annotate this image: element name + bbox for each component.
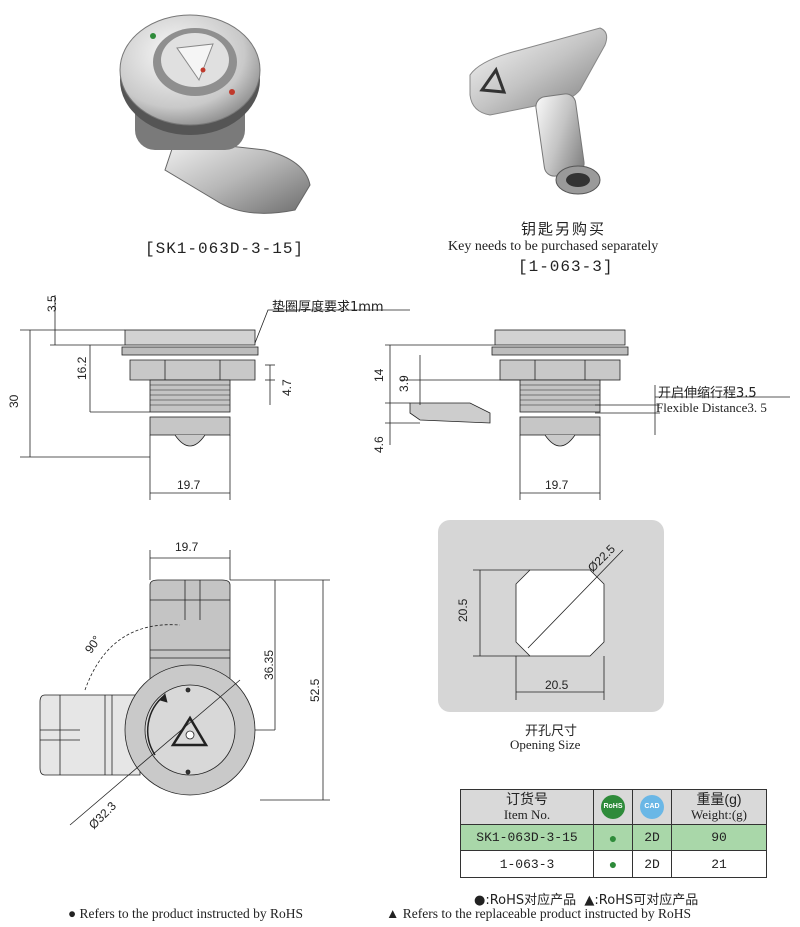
dim-width-side: 19.7 xyxy=(545,478,569,492)
washer-note: 垫圈厚度要求1mm xyxy=(272,300,384,315)
cell-weight: 21 xyxy=(671,850,767,878)
dim-39: 3.9 xyxy=(397,375,411,392)
dim-width-front: 19.7 xyxy=(177,478,201,492)
dim-3635: 36.35 xyxy=(262,649,276,680)
dim-opening-h: 20.5 xyxy=(456,598,470,622)
lock-photo xyxy=(95,0,335,230)
front-view-drawing xyxy=(0,285,420,505)
dim-14: 14 xyxy=(372,368,386,382)
side-view-drawing xyxy=(360,285,800,505)
dim-46: 4.6 xyxy=(372,436,386,453)
key-title-en: Key needs to be purchased separately xyxy=(448,239,659,254)
table-row: SK1-063D-3-15 ● 2D 90 xyxy=(460,824,767,851)
dim-body: 16.2 xyxy=(75,356,89,380)
spec-table: 订货号 Item No. RoHS CAD 重量(g) Weight:(g) S… xyxy=(460,789,767,878)
cell-weight: 90 xyxy=(671,824,767,851)
key-photo xyxy=(460,20,650,200)
rohs-icon: RoHS xyxy=(601,795,625,819)
opening-label-zh: 开孔尺寸 xyxy=(525,724,578,739)
legend-zh: ●:RoHS对应产品 ▲:RoHS可对应产品 xyxy=(474,893,699,908)
cell-item: 1-063-3 xyxy=(460,850,594,878)
header-cad: CAD xyxy=(632,789,672,825)
header-rohs: RoHS xyxy=(593,789,633,825)
cell-cad: 2D xyxy=(632,824,672,851)
dim-525: 52.5 xyxy=(308,678,322,702)
cell-rohs: ● xyxy=(593,824,633,851)
legend-en-b: ▲ Refers to the replaceable product inst… xyxy=(386,906,692,921)
product-code: [SK1-063D-3-15] xyxy=(145,240,305,258)
dim-total: 30 xyxy=(7,394,21,408)
flex-note-en: Flexible Distance3. 5 xyxy=(656,400,767,415)
legend-en-a: ● Refers to the product instructed by Ro… xyxy=(68,906,303,921)
table-row: 1-063-3 ● 2D 21 xyxy=(460,850,767,878)
key-title-zh: 钥匙另购买 xyxy=(521,220,607,238)
cell-cad: 2D xyxy=(632,850,672,878)
header-item: 订货号 Item No. xyxy=(460,789,594,825)
bottom-view-drawing xyxy=(30,540,370,830)
cell-item: SK1-063D-3-15 xyxy=(460,824,594,851)
dim-top: 3.5 xyxy=(45,295,59,312)
key-code: [1-063-3] xyxy=(518,258,614,276)
header-weight: 重量(g) Weight:(g) xyxy=(671,789,767,825)
dim-opening-w: 20.5 xyxy=(545,678,569,692)
cell-rohs: ● xyxy=(593,850,633,878)
opening-panel xyxy=(438,520,664,712)
dim-nut: 4.7 xyxy=(280,379,294,396)
flex-note-zh: 开启伸缩行程3.5 xyxy=(658,386,757,401)
opening-label-en: Opening Size xyxy=(510,737,581,752)
cad-icon: CAD xyxy=(640,795,664,819)
dim-width-bottom: 19.7 xyxy=(175,540,199,554)
